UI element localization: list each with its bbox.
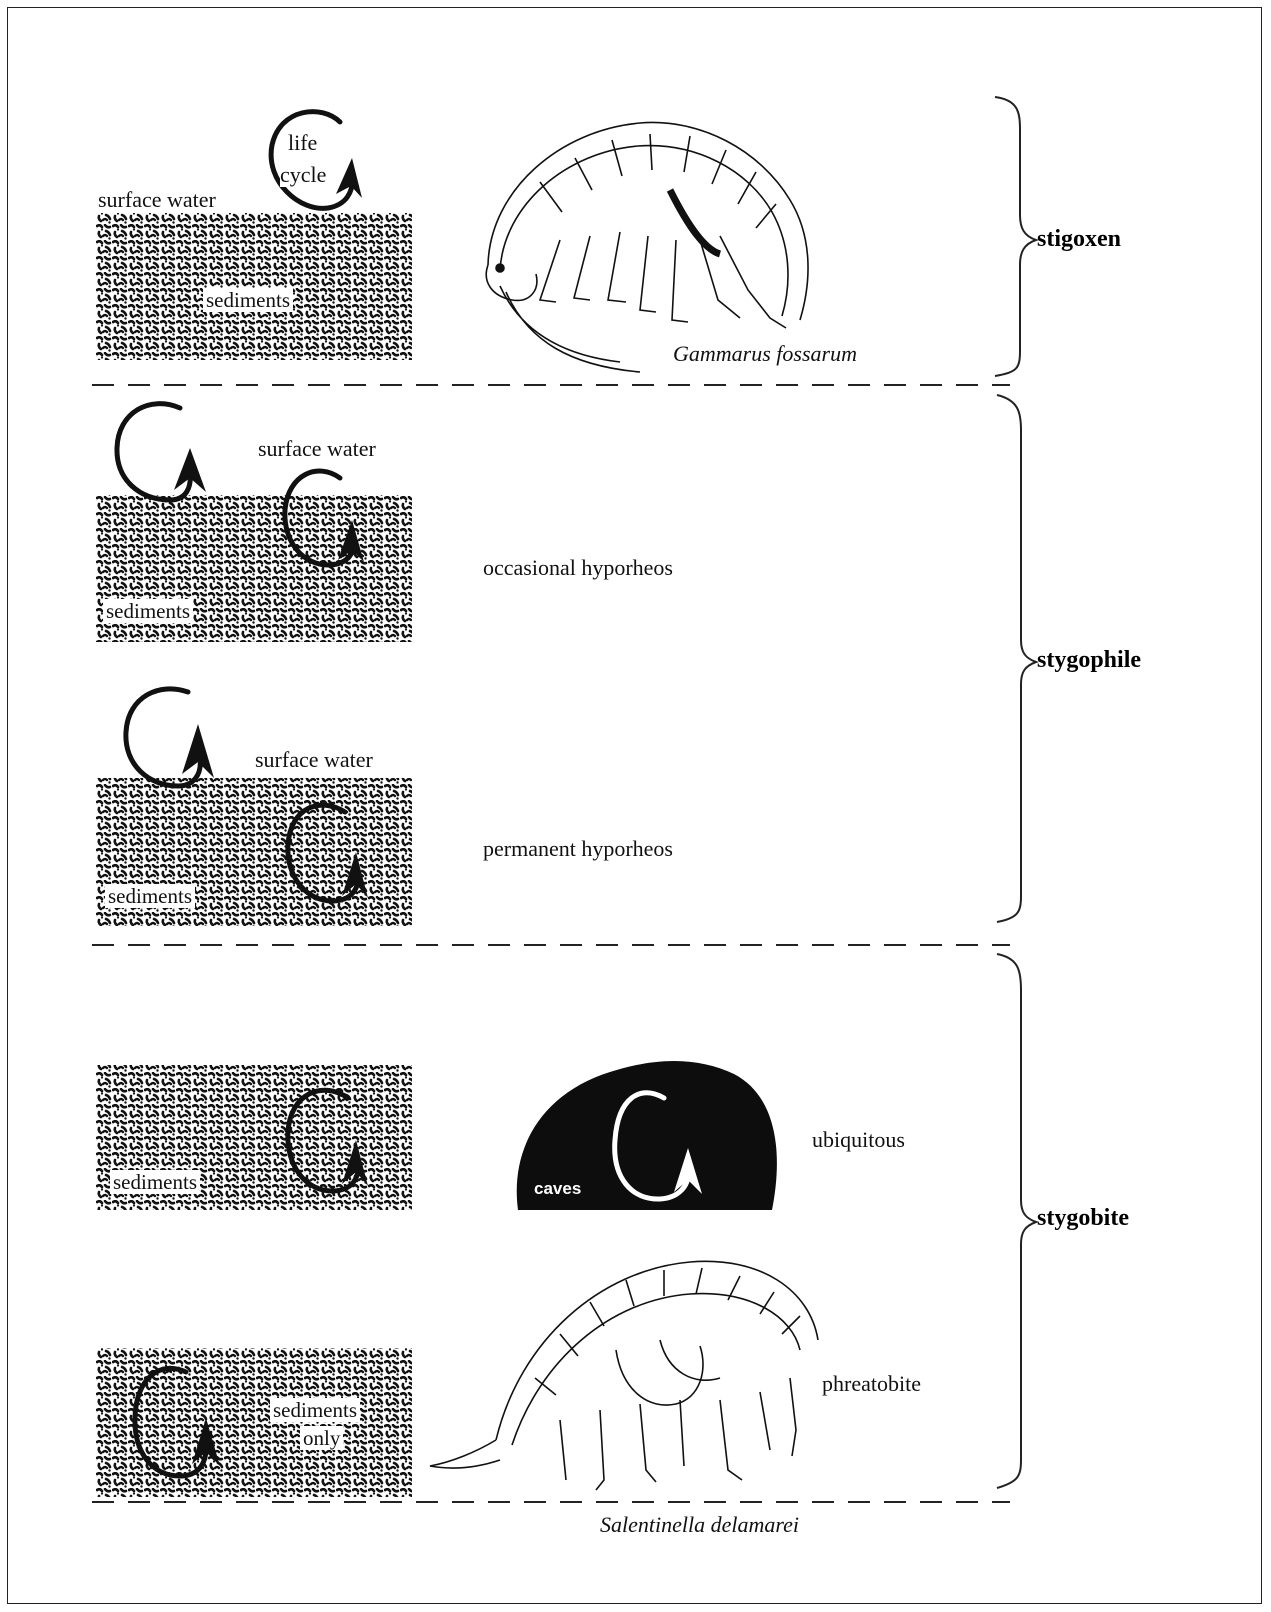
habitat-ubiquitous: ubiquitous [812, 1128, 905, 1152]
sediment-block-1 [96, 213, 412, 360]
life-cycle-loop-4 [126, 689, 200, 786]
surface-water-label-1: surface water [98, 188, 216, 212]
species-label-gammarus: Gammarus fossarum [673, 342, 857, 366]
sediments-label-2: sediments [103, 599, 193, 623]
surface-water-label-2: surface water [258, 437, 376, 461]
category-stygophile: stygophile [1037, 647, 1141, 674]
category-stigoxen: stigoxen [1037, 226, 1121, 253]
life-cycle-label-line2: cycle [280, 163, 326, 187]
caves-label: caves [534, 1180, 581, 1199]
sediments-only-label-line2: only [300, 1426, 343, 1450]
sediments-only-label-line1: sediments [270, 1398, 360, 1422]
brace-stigoxen [995, 97, 1036, 376]
surface-water-label-3: surface water [255, 748, 373, 772]
sediment-block-5 [96, 1348, 412, 1497]
category-stygobite: stygobite [1037, 1205, 1129, 1232]
habitat-phreatobite: phreatobite [822, 1372, 921, 1396]
salentinella-delamarei-drawing [430, 1261, 818, 1490]
habitat-permanent-hyporheos: permanent hyporheos [483, 837, 673, 861]
sediments-label-3: sediments [105, 884, 195, 908]
sediments-label-1: sediments [203, 288, 293, 312]
brace-stygobite [997, 954, 1036, 1488]
sediments-label-4: sediments [110, 1170, 200, 1194]
life-cycle-label-line1: life [288, 131, 317, 155]
habitat-occasional-hyporheos: occasional hyporheos [483, 556, 673, 580]
species-label-salentinella: Salentinella delamarei [600, 1513, 799, 1537]
gammarus-fossarum-drawing [486, 122, 808, 372]
life-cycle-loop-1 [271, 112, 352, 209]
brace-stygophile [997, 395, 1036, 922]
